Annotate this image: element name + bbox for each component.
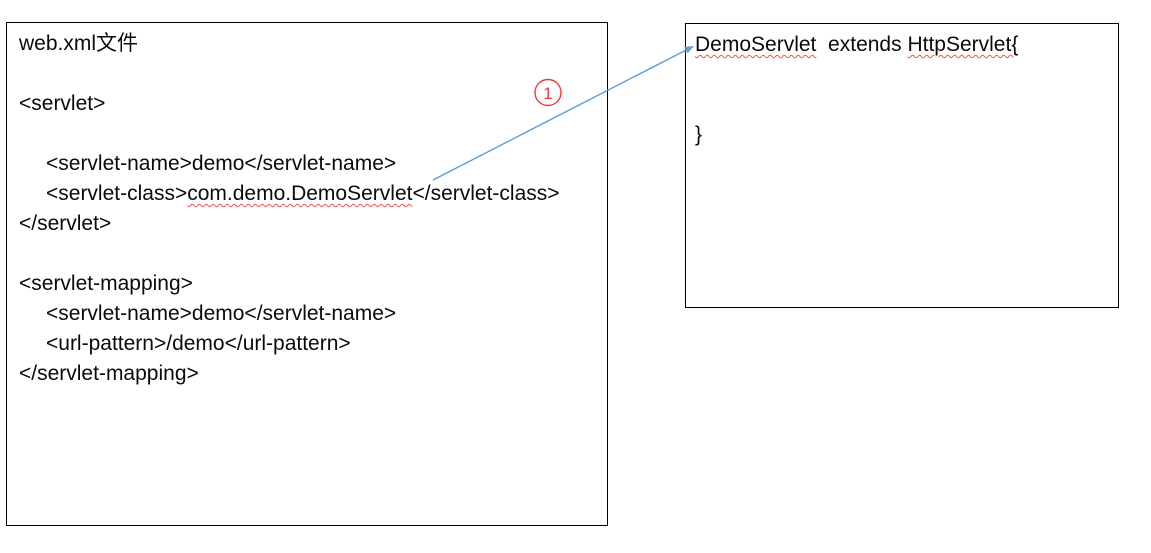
closing-brace: } (695, 123, 703, 146)
class-declaration-line: DemoServlet extends HttpServlet{ (695, 30, 1109, 60)
mapping-servlet-name-line: <servlet-name>demo</servlet-name> (46, 302, 397, 325)
servlet-class-line: <servlet-class>com.demo.DemoServlet</ser… (19, 179, 595, 209)
servlet-close-tag: </servlet> (19, 212, 112, 235)
servlet-name-line: <servlet-name>demo</servlet-name> (46, 152, 397, 175)
servlet-class-close-tag: </servlet-class> (412, 182, 560, 205)
servlet-class-open-tag: <servlet-class> (46, 182, 188, 205)
servlet-mapping-close-tag: </servlet-mapping> (19, 362, 199, 385)
class-name-text: DemoServlet (695, 33, 817, 56)
webxml-box: web.xml文件 <servlet> <servlet-name>demo</… (6, 22, 608, 526)
url-pattern-line: <url-pattern>/demo</url-pattern> (46, 332, 351, 355)
extends-keyword-text: extends (816, 33, 908, 56)
webxml-box-title: web.xml文件 (19, 32, 139, 55)
servlet-class-value: com.demo.DemoServlet (187, 182, 413, 205)
servlet-open-tag: <servlet> (19, 92, 106, 115)
superclass-text: HttpServlet{ (907, 33, 1019, 56)
servlet-mapping-open-tag: <servlet-mapping> (19, 272, 193, 295)
java-class-box: DemoServlet extends HttpServlet{ } (685, 23, 1119, 308)
